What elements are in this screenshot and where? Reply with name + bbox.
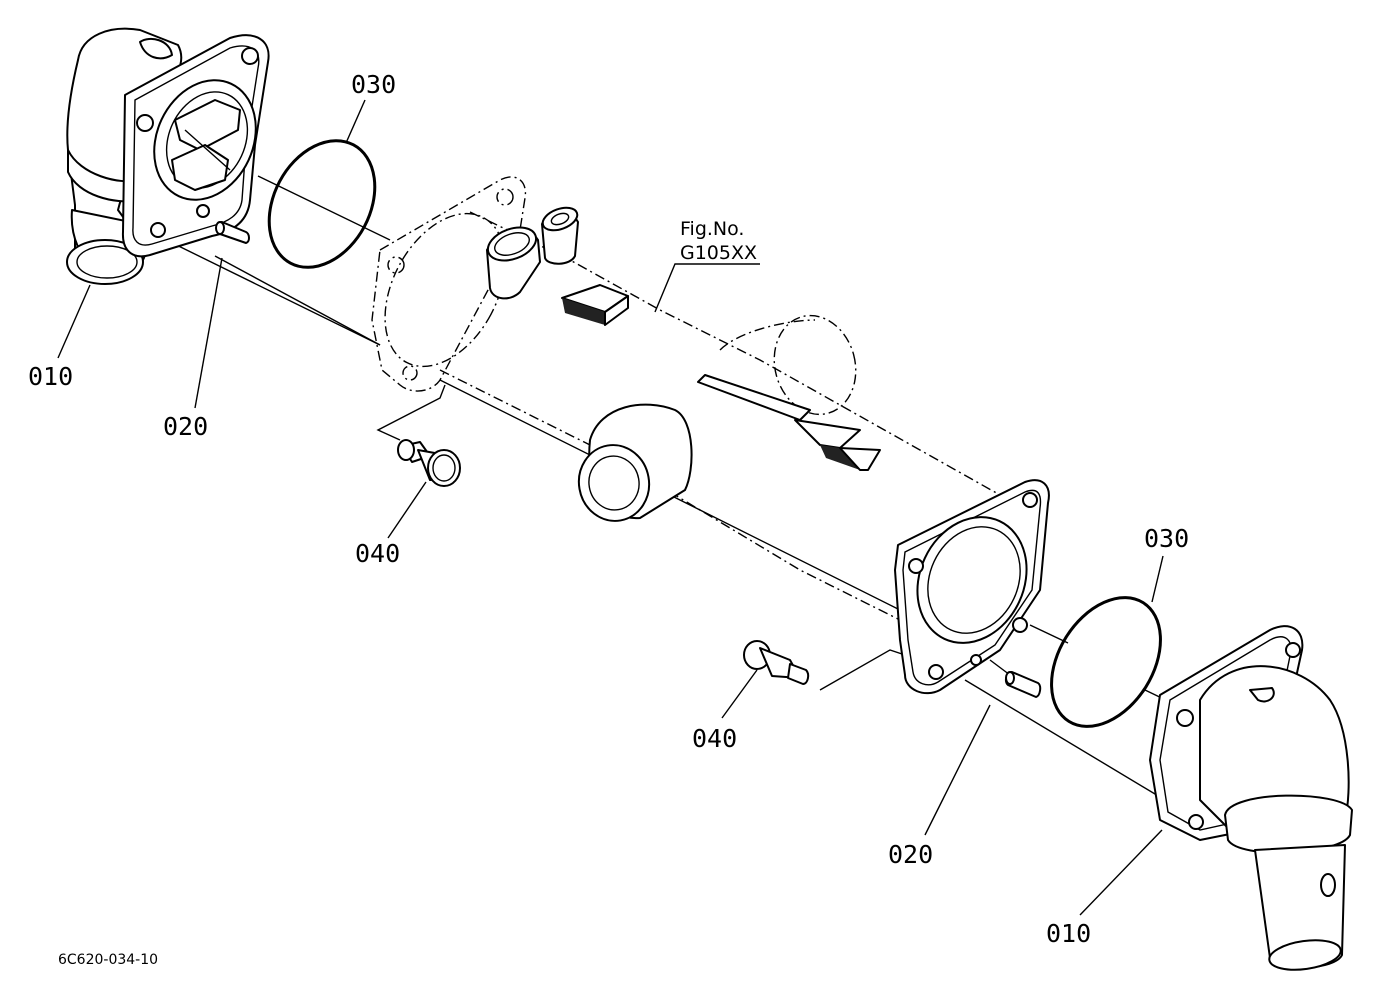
callout-020-left[interactable]: 020 xyxy=(163,412,209,441)
callout-040-right[interactable]: 040 xyxy=(692,724,738,753)
callout-010-left[interactable]: 010 xyxy=(28,362,74,391)
pin-left xyxy=(215,221,250,244)
drawing-code: 6C620-034-10 xyxy=(58,952,159,968)
callout-leaders xyxy=(57,99,1164,916)
fig-no-value: G105XX xyxy=(680,241,758,264)
callout-040-left[interactable]: 040 xyxy=(355,539,401,568)
callout-020-right[interactable]: 020 xyxy=(888,840,934,869)
thermostat-cover-right xyxy=(1149,625,1353,971)
thermostat-housing-body xyxy=(371,176,1050,695)
plug-right xyxy=(743,640,810,685)
callout-030-left[interactable]: 030 xyxy=(351,70,397,99)
o-ring-right xyxy=(1050,596,1162,728)
callout-030-right[interactable]: 030 xyxy=(1144,524,1190,553)
o-ring-left xyxy=(267,139,377,269)
plug-left xyxy=(397,439,461,487)
thermostat-cover-left xyxy=(66,27,270,285)
fig-no-label: Fig.No. xyxy=(680,218,745,240)
pin-right xyxy=(1004,671,1042,698)
callout-010-right[interactable]: 010 xyxy=(1046,919,1092,948)
fig-no-reference[interactable]: Fig.No. G105XX xyxy=(680,218,757,266)
